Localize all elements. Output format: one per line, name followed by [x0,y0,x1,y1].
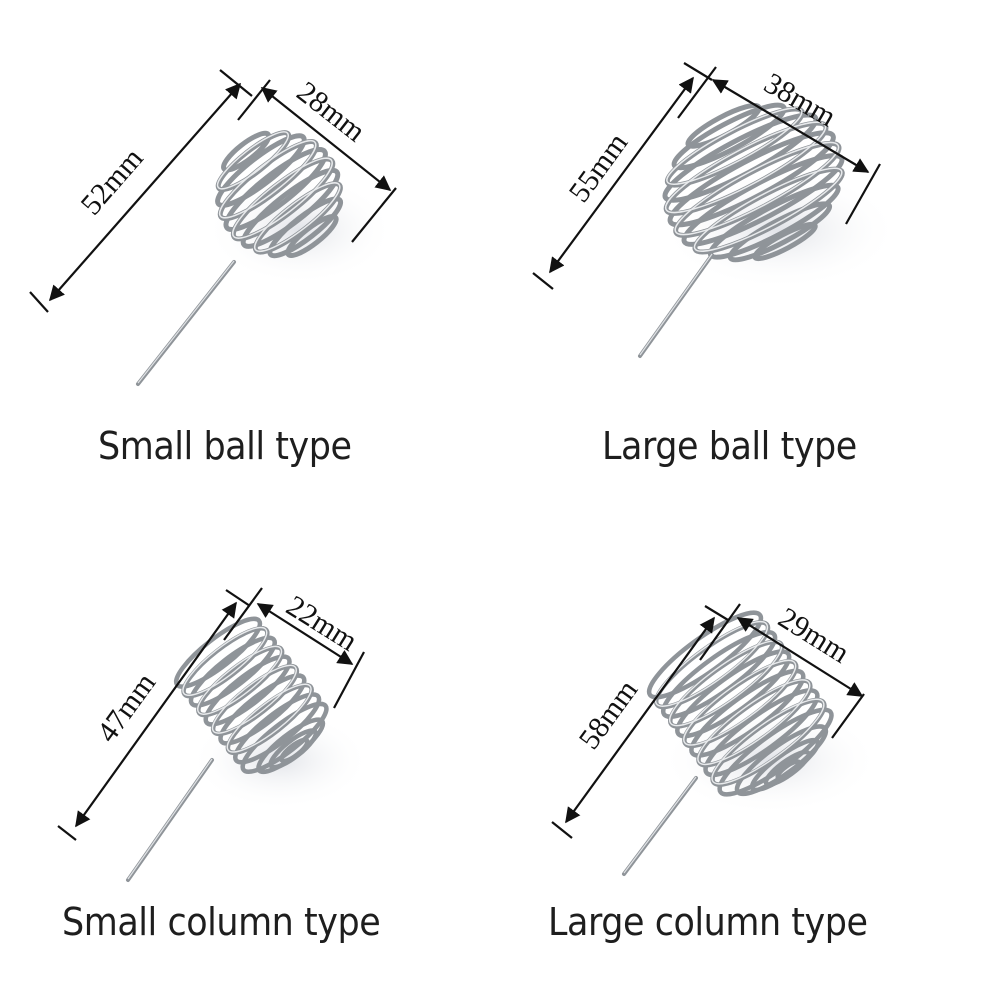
small-ball-spring [136,130,395,386]
small-ball-dimensions [29,69,397,313]
large-ball-spring [638,102,900,358]
large-ball-dimensions [532,62,881,290]
large-column-dimensions [551,603,865,839]
small-column-caption: Small column type [62,900,381,944]
small-ball-caption: Small ball type [98,424,352,468]
large-ball-caption: Large ball type [602,424,857,468]
large-column-caption: Large column type [548,900,868,944]
small-column-dimensions [57,587,365,841]
